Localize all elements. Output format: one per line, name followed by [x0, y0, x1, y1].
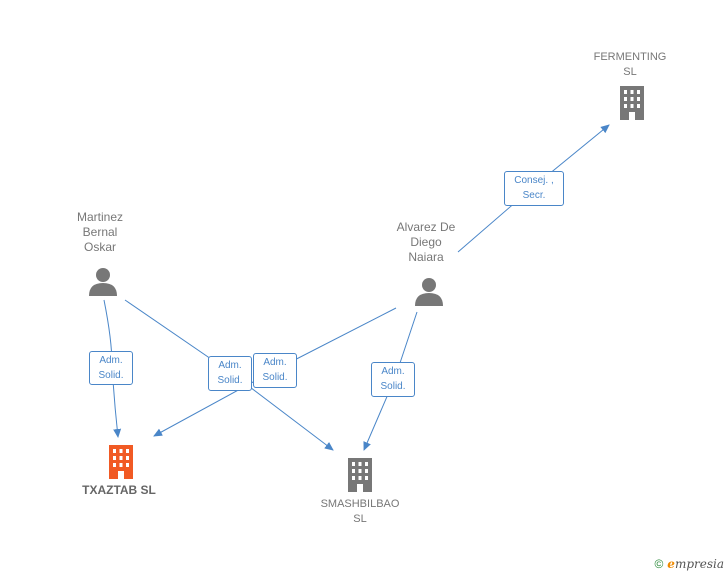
company-name-txaztab: TXAZTAB SL: [82, 483, 156, 497]
edge-label-alvarez-smashbilbao: Adm. Solid.: [371, 362, 415, 397]
edge-label-alvarez-txaztab: Adm. Solid.: [253, 353, 297, 388]
edge-label-alvarez-fermenting: Consej. , Secr.: [504, 171, 564, 206]
footer-brand: © empresia: [654, 557, 724, 571]
copyright-icon: ©: [654, 557, 664, 571]
company-name-fermenting: FERMENTING SL: [593, 51, 667, 78]
person-name-martinez: Martinez Bernal Oskar: [76, 210, 123, 254]
person-icon[interactable]: [414, 276, 444, 306]
edge-label-martinez-smashbilbao: Adm. Solid.: [208, 356, 252, 391]
building-icon[interactable]: [344, 458, 376, 492]
edge-label-martinez-txaztab: Adm. Solid.: [89, 351, 133, 385]
brand-logo: empresia: [667, 557, 724, 571]
person-icon[interactable]: [88, 266, 118, 296]
company-name-smashbilbao: SMASHBILBAO SL: [320, 498, 400, 525]
building-icon[interactable]: [105, 445, 137, 479]
person-name-alvarez: Alvarez De Diego Naiara: [396, 220, 456, 264]
building-icon[interactable]: [616, 86, 648, 120]
